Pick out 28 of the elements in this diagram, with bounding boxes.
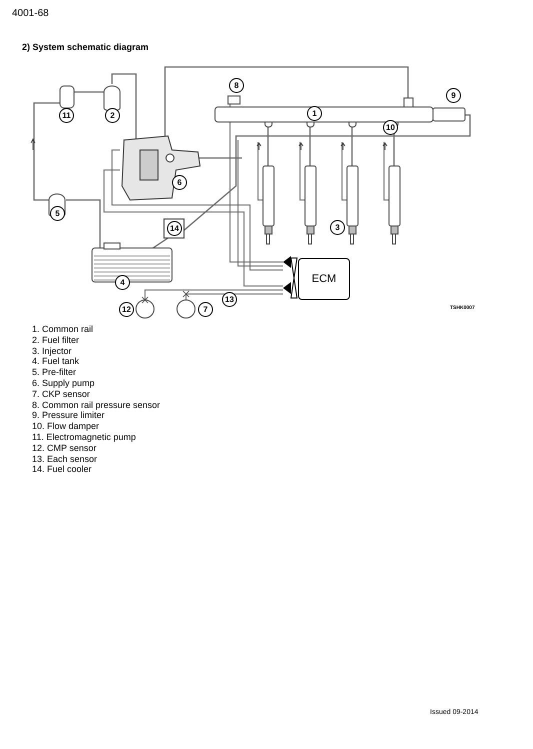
- callout-number: 7: [198, 302, 213, 317]
- legend-item: 11. Electromagnetic pump: [32, 432, 136, 442]
- callout-number: 6: [172, 175, 187, 190]
- legend-item: 10. Flow damper: [32, 421, 100, 432]
- section-heading: 2) System schematic diagram: [22, 42, 149, 52]
- legend-item: 8. Common rail pressure sensor: [32, 400, 160, 410]
- legend-item: 7. CKP sensor: [32, 388, 90, 399]
- callout-number: 5: [50, 206, 65, 221]
- legend-item: 12. CMP sensor: [32, 442, 96, 453]
- callout-number: 3: [330, 220, 345, 235]
- legend-item: 4. Fuel tank: [32, 356, 80, 366]
- legend-item: 3. Injector: [32, 346, 72, 356]
- callout-number: 13: [222, 292, 237, 307]
- legend-item: 1. Common rail: [32, 324, 94, 334]
- legend-item: 6. Supply pump: [32, 378, 95, 388]
- callout-number: 2: [105, 108, 120, 123]
- callout-number: 12: [119, 302, 134, 317]
- page-number: 4001-68: [12, 8, 49, 19]
- legend-item: 2. Fuel filter: [32, 334, 80, 345]
- legend-item: 9. Pressure limiter: [32, 410, 105, 420]
- legend-item: 5. Pre-filter: [32, 367, 76, 378]
- callout-number: 9: [446, 88, 461, 103]
- legend-item: 14. Fuel cooler: [32, 464, 92, 474]
- callout-number: 4: [115, 275, 130, 290]
- callout-number: 10: [383, 120, 398, 135]
- callout-number: 11: [59, 108, 74, 123]
- callout-number: 8: [229, 78, 244, 93]
- legend-item: 13. Each sensor: [32, 454, 98, 464]
